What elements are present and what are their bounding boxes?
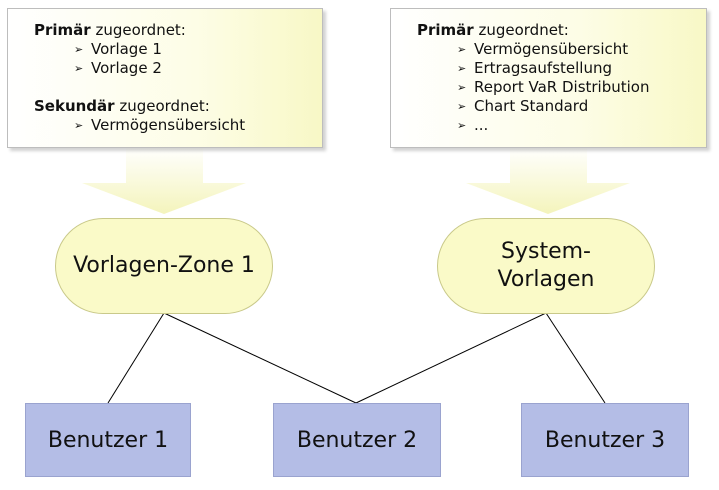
arrow-bullet-icon: ➢	[457, 62, 467, 75]
zone-vorlagen-1: Vorlagen-Zone 1	[55, 218, 273, 314]
list-item: ➢Vermögensübersicht	[74, 116, 246, 134]
list-item: ➢Chart Standard	[457, 97, 589, 115]
arrow-bullet-icon: ➢	[457, 119, 467, 132]
list-item: ➢Vorlage 2	[74, 59, 162, 77]
user-label: Benutzer 1	[47, 427, 169, 453]
arrow-bullet-icon: ➢	[74, 119, 84, 132]
note-right: Primär zugeordnet: ➢Vermögensübersicht ➢…	[390, 8, 707, 148]
user-box-1: Benutzer 1	[25, 403, 191, 477]
link-system-user2	[355, 312, 547, 404]
zone-label-line-1: System-	[501, 239, 591, 264]
primary-heading: Primär zugeordnet:	[417, 21, 569, 39]
list-item: ➢Report VaR Distribution	[457, 78, 650, 96]
arrow-bullet-icon: ➢	[457, 43, 467, 56]
user-box-3: Benutzer 3	[521, 403, 689, 477]
link-system-user3	[545, 312, 606, 404]
note-left: Primär zugeordnet: ➢Vorlage 1 ➢Vorlage 2…	[7, 8, 323, 148]
user-box-2: Benutzer 2	[273, 403, 441, 477]
link-zone1-user1	[107, 312, 165, 404]
list-item: ➢Ertragsaufstellung	[457, 59, 612, 77]
list-item: ➢...	[457, 116, 489, 134]
primary-list: ➢Vorlage 1 ➢Vorlage 2	[34, 40, 322, 78]
down-arrow-right	[466, 147, 630, 214]
link-zone1-user2	[163, 312, 357, 404]
zone-label: Vorlagen-Zone 1	[73, 253, 255, 278]
list-item: ➢Vorlage 1	[74, 40, 162, 58]
arrow-bullet-icon: ➢	[457, 100, 467, 113]
list-item: ➢Vermögensübersicht	[457, 40, 629, 58]
arrow-bullet-icon: ➢	[74, 43, 84, 56]
zone-system-vorlagen: System- Vorlagen	[437, 218, 655, 314]
zone-label-line-2: Vorlagen	[497, 267, 595, 292]
down-arrow-left	[82, 147, 246, 214]
arrow-bullet-icon: ➢	[74, 62, 84, 75]
user-label: Benutzer 3	[544, 427, 666, 453]
secondary-heading: Sekundär zugeordnet:	[34, 97, 210, 115]
primary-heading: Primär zugeordnet:	[34, 21, 186, 39]
secondary-list: ➢Vermögensübersicht	[34, 116, 322, 135]
arrow-bullet-icon: ➢	[457, 81, 467, 94]
user-label: Benutzer 2	[296, 427, 418, 453]
primary-list: ➢Vermögensübersicht ➢Ertragsaufstellung …	[417, 40, 706, 135]
